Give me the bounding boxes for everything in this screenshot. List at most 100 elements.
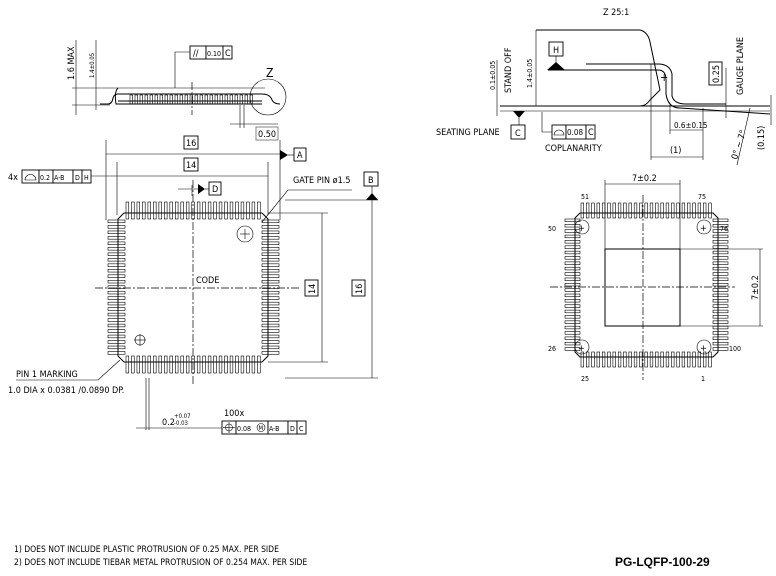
lead [224,94,228,105]
lead [712,229,729,233]
lead [681,351,686,368]
lead [229,201,234,220]
svg-text:+: + [578,344,585,354]
coplanarity-datum: C [588,128,594,138]
lead [107,236,126,240]
lead [665,351,670,368]
lead [139,94,143,105]
lead [712,250,729,255]
pin1-marking-label: PIN 1 MARKING [16,370,78,380]
lead [229,355,234,374]
lead [596,351,600,368]
gate-pin-circle [236,225,254,243]
lead [697,202,701,219]
lead [261,290,280,295]
lead [174,94,178,105]
lead [239,94,243,105]
lead [564,272,581,276]
lead [218,201,223,220]
lead [107,247,126,251]
seating-plane-label: SEATING PLANE [436,128,500,138]
lead [180,201,184,220]
lead [649,351,654,368]
center-mark: + [660,71,668,84]
lead [676,351,680,368]
profile-datum-h: H [84,174,89,182]
lead [580,351,584,368]
lead [639,202,643,219]
lead [261,323,280,328]
lead [712,320,729,324]
lead [261,285,280,289]
lead [251,201,256,220]
side-view: 1.6 MAX 1.4±0.05 Z // 0.10 C 0.50 [67,40,287,141]
lead [712,272,729,276]
lead [107,323,126,328]
lead-width-tol-plus: +0.07 [174,413,191,420]
lead [644,351,648,368]
bottom-view-leads [564,202,729,368]
lead [125,201,130,220]
lead [107,285,126,289]
lead [261,269,280,273]
lead [261,279,280,284]
lead [712,245,729,249]
lead [564,304,581,308]
lead [712,261,729,265]
lead [261,252,280,256]
lead [219,94,223,105]
angle-label: 0° ~ 7° [730,129,749,161]
lead [213,201,217,220]
lead [164,355,168,374]
lead [107,269,126,273]
pin-label-100: 100 [729,345,741,353]
lead [712,288,729,292]
lead [261,345,280,350]
lead [107,263,126,267]
lead [209,94,213,105]
lead [107,307,126,311]
profile-surface-icon [24,174,37,181]
lead [564,309,581,314]
position-datum-d: D [290,425,295,433]
lead [107,230,126,235]
body-height-label: 1.4±0.05 [89,53,96,78]
lead [107,351,126,355]
lead [107,279,126,284]
lead [229,94,233,105]
pin-label-1: 1 [701,375,705,383]
lead [564,250,581,255]
lead [234,94,238,105]
datum-h: H [553,46,559,56]
lead [169,201,173,220]
lead [639,351,643,368]
lead [586,202,590,219]
lead [712,309,729,314]
lead [125,355,130,374]
lead [261,329,280,333]
gate-pin-label: GATE PIN ø1.5 [293,176,350,186]
lead [169,355,173,374]
datum-a: A [297,151,303,161]
lead [107,312,126,317]
lead [712,325,729,330]
lead [712,293,729,298]
lead [107,290,126,295]
lead [708,202,712,219]
lead [628,351,632,368]
lead [712,277,729,281]
detail-body-height: 1.4±0.05 [526,59,534,88]
datum-d: D [212,185,218,195]
lead [712,315,729,319]
parallelism-datum: C [225,49,231,59]
lead [712,224,729,228]
position-count: 100x [224,409,244,419]
pad-width: 7±0.2 [632,174,657,184]
note-1: 1) DOES NOT INCLUDE PLASTIC PROTRUSION O… [14,545,279,555]
datum-c: C [515,129,521,139]
lead [129,94,133,105]
lead-width: 0.2 [162,418,175,428]
lead [107,241,126,245]
lead [564,288,581,292]
lead [194,94,198,105]
